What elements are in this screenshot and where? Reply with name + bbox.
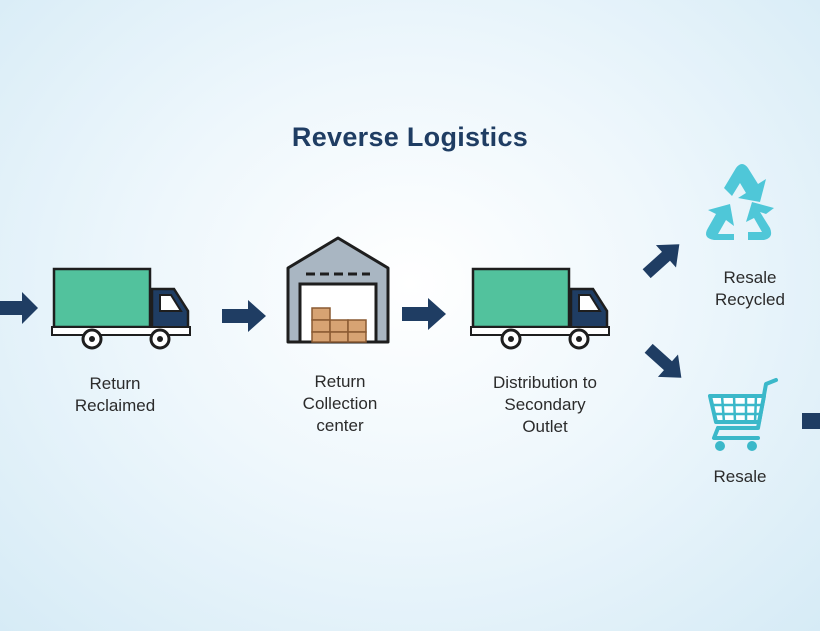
shopping-cart-icon bbox=[708, 378, 778, 451]
warehouse-icon bbox=[286, 236, 390, 344]
label-return-reclaimed: Return Reclaimed bbox=[74, 374, 156, 415]
arrow-icon bbox=[802, 413, 820, 429]
label-resale-recycled: Resale Recycled bbox=[715, 268, 785, 309]
recycle-icon bbox=[706, 164, 774, 240]
diagram-title: Reverse Logistics bbox=[291, 122, 529, 152]
label-distribution: Distribution to Secondary Outlet bbox=[493, 373, 597, 436]
truck-icon bbox=[470, 267, 610, 350]
arrow-icon bbox=[0, 292, 38, 324]
arrow-icon bbox=[222, 300, 266, 332]
label-resale: Resale bbox=[713, 467, 767, 486]
truck-icon bbox=[51, 267, 191, 350]
arrow-icon bbox=[402, 298, 446, 330]
arrow-icon bbox=[642, 244, 680, 279]
arrow-icon bbox=[644, 343, 682, 378]
label-collection-center: Return Collection center bbox=[302, 372, 378, 435]
